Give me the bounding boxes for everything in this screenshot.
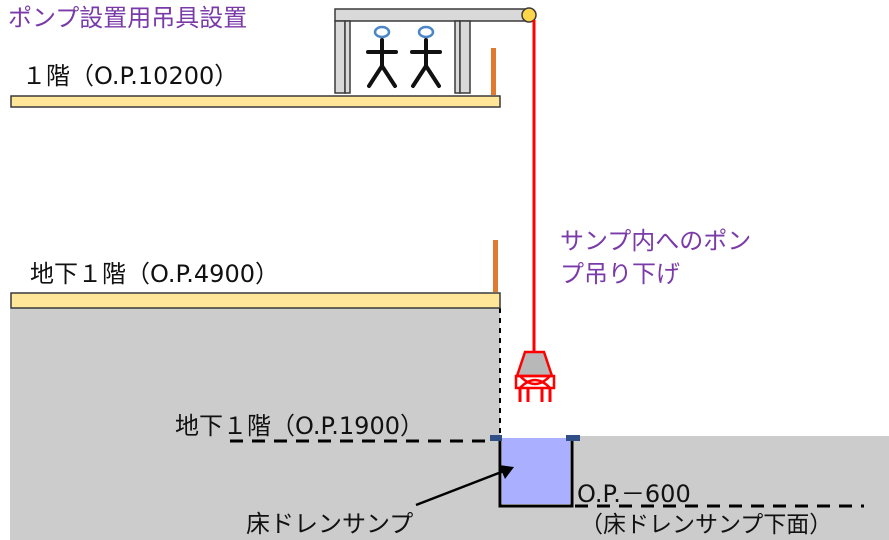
worker-head [373,25,391,39]
b1-floor-level-label: 地下１階（O.P.1900） [175,412,424,440]
pump-strap [519,375,551,386]
sump-bottom-note: （床ドレンサンプ下面） [580,512,833,538]
lifting-frame-beam [334,8,531,22]
sump-water [502,438,570,504]
shaft-gap [500,308,504,436]
sump-bottom-level-label: O.P.－600 [577,480,691,508]
lower-ground [10,436,889,540]
lifting-frame-leg-left-inner [344,20,351,94]
lifting-frame-leg-right-outer [459,20,471,94]
pump-lowering-label-line2: プ吊り下げ [560,260,680,288]
worker-icon [366,25,398,88]
pump-strap [519,378,551,389]
pump-icon [514,350,556,402]
worker-leg-right [424,64,441,88]
sump-label: 床ドレンサンプ [246,510,414,538]
floor-1f-label: １階（O.P.10200） [22,62,239,90]
handrail-b1 [493,240,498,292]
worker-icon [410,25,442,88]
worker-leg-left [367,64,384,88]
sump-callout-arrow [415,469,505,507]
lifting-frame [334,8,531,94]
worker-leg-left [411,64,428,88]
diagram-title: ポンプ設置用吊具設置 [8,4,248,32]
pump-lowering-label-line1: サンプ内へのポン [560,227,752,255]
lifting-frame-leg-left-outer [334,20,346,94]
arrowhead-icon [499,465,514,479]
floor-1f-slab [10,95,501,108]
worker-leg-right [380,64,397,88]
sump-pit-outline [498,436,574,508]
worker-head [417,25,435,39]
pump-band [514,374,556,390]
pump-motor [515,350,554,378]
sump-cover-right [566,435,580,441]
handrail-1f [491,48,496,95]
sump-cover-left [490,435,502,441]
floor-b1-label: 地下１階（O.P.4900） [30,260,279,288]
floor-b1-slab [10,292,501,309]
pulley-icon [521,7,537,23]
